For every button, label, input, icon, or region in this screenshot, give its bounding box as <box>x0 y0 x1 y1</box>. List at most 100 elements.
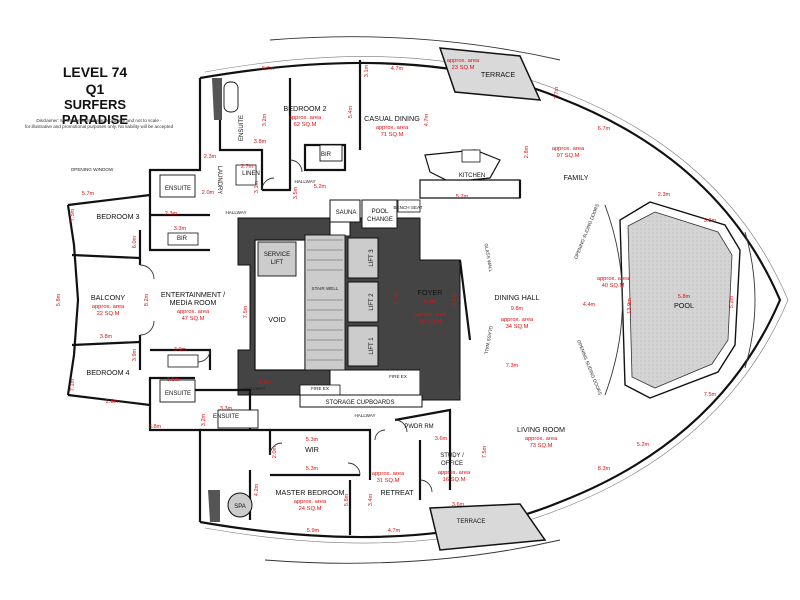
dimension: 5.7m <box>82 191 95 197</box>
label-hallway-3: HALLWAY <box>244 386 265 391</box>
dimension: 3.9m <box>132 348 138 361</box>
label-master-bedroom: MASTER BEDROOM <box>275 488 344 497</box>
dimension: 3.3m <box>220 406 233 412</box>
label-bench-seat: BENCH SEAT <box>393 205 422 210</box>
approx-label: approx. area <box>294 499 327 505</box>
dimension: 5.8m <box>678 294 691 300</box>
label-bir-left: BIR <box>177 236 188 242</box>
area-entertainment: 47 SQ.M <box>182 316 205 322</box>
dimension: 2.8m <box>524 145 530 158</box>
label-entertainment: ENTERTAINMENT / <box>161 290 225 299</box>
approx-label: approx. area <box>552 146 585 152</box>
dimension: 5.7m <box>456 194 469 200</box>
plan-title-location: SURFERS PARADISE <box>61 97 129 127</box>
approx-label: approx. area <box>372 471 405 477</box>
dimension: 5.2m <box>314 184 327 190</box>
dimension: 8.2m <box>144 293 150 306</box>
label-foyer: FOYER <box>418 288 443 297</box>
dimension: 7.1m <box>70 378 76 391</box>
label-family: FAMILY <box>563 173 588 182</box>
label-bedroom-3: BEDROOM 3 <box>96 212 139 221</box>
approx-label: approx. area <box>525 436 558 442</box>
area-annotations: approx. area 62 SQ.M approx. area 71 SQ.… <box>92 58 630 512</box>
label-wir: WIR <box>305 445 319 454</box>
label-lift-2: LIFT 2 <box>369 293 375 311</box>
dimension: 2.0m <box>202 190 215 196</box>
disclaimer: Disclaimer: Measurements are approximate… <box>24 118 174 130</box>
dimension-annotations: 6.7m 4.7m 3.1m 7.7m 6.7m 4.7m 3.2m 5.4m … <box>56 64 735 534</box>
area-living-room: 73 SQ.M <box>530 443 553 449</box>
terrace-bottom <box>429 503 547 551</box>
label-ensuite-low: ENSUITE <box>165 391 191 397</box>
dimension: 2.3m <box>204 154 217 160</box>
label-bedroom-4: BEDROOM 4 <box>86 368 129 377</box>
doors <box>139 159 433 493</box>
dimension: 4.7m <box>424 113 430 126</box>
dimension: 3.3m <box>174 226 187 232</box>
central-core <box>237 217 461 408</box>
dimension: 7.5m <box>70 208 76 221</box>
dimension: 7.3m <box>506 363 519 369</box>
dimension: 4.7m <box>391 66 404 72</box>
dimension: 4.7m <box>388 528 401 534</box>
area-master-bedroom: 24 SQ.M <box>299 506 322 512</box>
label-glass-wall-1: GLASS WALL <box>484 243 494 273</box>
dimension: 3.5m <box>293 186 299 199</box>
pool-area <box>604 201 756 399</box>
label-lift-1: LIFT 1 <box>369 337 375 355</box>
dimension: 5.8m <box>344 493 350 506</box>
dimension: 5.3m <box>306 466 319 472</box>
dimension: 3.2m <box>201 413 207 426</box>
dimension: 8.3m <box>424 299 437 305</box>
dimension: 3.9m <box>174 347 187 353</box>
label-service: SERVICE <box>264 252 290 258</box>
dimension: 8.3m <box>598 466 611 472</box>
label-fire-ex-right: FIRE EX <box>389 374 407 379</box>
dimension: 3.6m <box>435 436 448 442</box>
dimension: 3.5m <box>167 377 180 383</box>
label-pool: POOL <box>372 209 389 215</box>
approx-label: approx. area <box>597 276 630 282</box>
label-media-room: MEDIA ROOM <box>170 298 217 307</box>
label-opening-window: OPENING WINDOW <box>71 167 114 172</box>
dimension: 9.8m <box>511 306 524 312</box>
label-kitchen: KITCHEN <box>459 173 485 179</box>
dimension: 7.5m <box>482 445 488 458</box>
label-laundry: LAUNDRY <box>216 166 222 195</box>
label-glass-wall-2: GLASS WALL <box>483 326 493 356</box>
disclaimer-line-2: for illustrative and promotional purpose… <box>24 124 174 129</box>
dimension: 5.8m <box>452 293 458 306</box>
label-lift-3: LIFT 3 <box>369 249 375 267</box>
area-dining-hall: 34 SQ.M <box>506 324 529 330</box>
interior-walls <box>71 60 522 535</box>
dimension: 5.8m <box>56 293 62 306</box>
dimension: 13.9m <box>627 298 633 314</box>
dimension: 2.3m <box>658 192 671 198</box>
kitchen-counter <box>419 149 521 199</box>
dimension: 2.8m <box>106 399 119 405</box>
label-void: VOID <box>268 315 286 324</box>
area-bedroom-2: 62 SQ.M <box>294 122 317 128</box>
approx-label: approx. area <box>501 317 534 323</box>
label-bedroom-2: BEDROOM 2 <box>283 104 326 113</box>
label-hallway-4: HALLWAY <box>354 413 375 418</box>
plan-title-level: LEVEL 74 <box>62 64 128 80</box>
dimension: 5.9m <box>307 528 320 534</box>
dimension: 3.1m <box>254 180 260 193</box>
approx-label: approx. area <box>438 470 471 476</box>
label-sliding-doors-1: OPENING SLIDING DOORS <box>573 203 600 260</box>
label-terrace-bottom: TERRACE <box>457 519 486 525</box>
dimension: 8.1m <box>394 291 400 304</box>
area-family: 97 SQ.M <box>557 153 580 159</box>
dimension: 3.8m <box>254 139 267 145</box>
label-bir-top: BIR <box>321 152 332 158</box>
label-hallway-1: HALLWAY <box>294 179 315 184</box>
area-casual-dining: 71 SQ.M <box>381 132 404 138</box>
label-pool-area: POOL <box>674 301 694 310</box>
approx-label: approx. area <box>92 304 125 310</box>
area-foyer: 33 SQ.M <box>419 319 442 325</box>
label-lift: LIFT <box>271 260 284 266</box>
sauna-block <box>329 199 421 229</box>
dimension: 4.2m <box>254 483 260 496</box>
